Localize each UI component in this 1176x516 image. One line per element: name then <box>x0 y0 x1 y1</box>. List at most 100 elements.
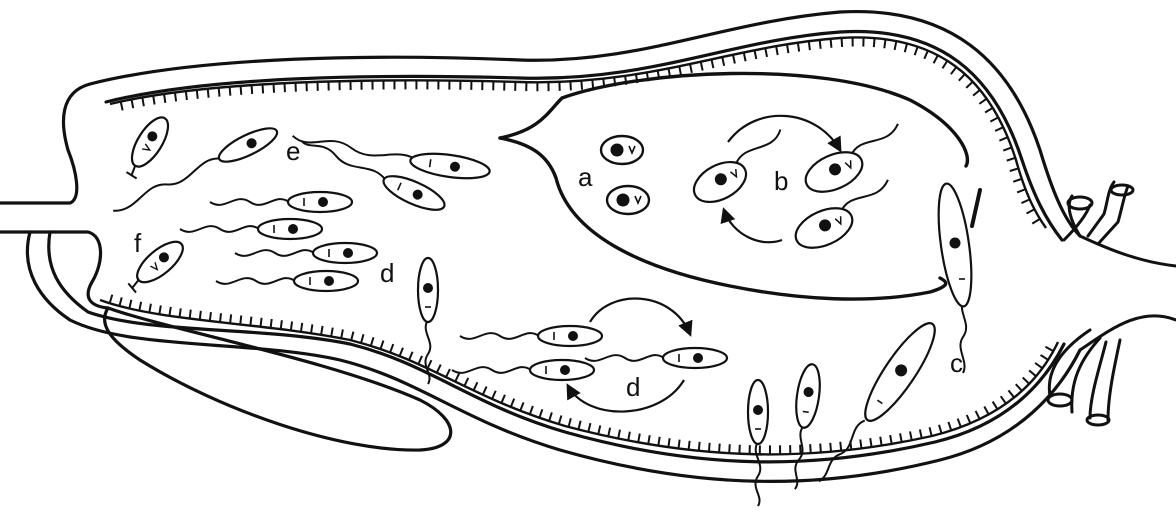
brush-border-tick-1-90 <box>984 406 988 414</box>
brush-border-tick-1-18 <box>281 320 282 329</box>
brush-border-tick-0-54 <box>701 62 703 71</box>
brush-border-tick-0-43 <box>581 81 582 90</box>
brush-border-tick-0-78 <box>951 67 956 74</box>
label-a: a <box>578 162 593 192</box>
brush-border-tick-0-75 <box>924 51 928 59</box>
brush-border-tick-0-6 <box>175 92 176 101</box>
brush-border-tick-1-54 <box>628 432 630 441</box>
brush-border-tick-0-83 <box>985 108 993 113</box>
brush-border-tick-1-85 <box>939 425 942 434</box>
brush-border-tick-1-53 <box>618 430 620 439</box>
brush-border-tick-1-58 <box>668 438 669 447</box>
brush-border-tick-1-26 <box>361 334 363 343</box>
brush-border-tick-0-65 <box>820 40 821 49</box>
brush-border-tick-0-87 <box>1003 147 1011 150</box>
brush-border-tick-1-77 <box>860 440 861 449</box>
brush-border-tick-1-55 <box>638 434 640 443</box>
brush-border-tick-1-59 <box>678 440 679 449</box>
brush-border-tick-0-64 <box>809 41 810 50</box>
brush-border-tick-0-13 <box>252 85 253 94</box>
brush-border-tick-1-42 <box>511 399 514 407</box>
brush-border-tick-1-36 <box>455 374 459 382</box>
brush-border-tick-1-3 <box>129 300 131 309</box>
brush-border-tick-1-60 <box>689 441 690 450</box>
brush-border-tick-0-70 <box>874 38 875 47</box>
brush-border-tick-1-22 <box>321 326 322 335</box>
label-d-upper: d <box>380 258 394 288</box>
parasites <box>109 112 978 506</box>
brush-border-tick-1-57 <box>658 437 659 446</box>
brush-border-tick-1-62 <box>709 443 710 452</box>
brush-border-tick-0-5 <box>164 94 165 103</box>
brush-border-tick-1-74 <box>830 443 831 452</box>
brush-border-tick-1-2 <box>119 297 121 306</box>
brush-border-tick-0-88 <box>1007 158 1016 161</box>
brush-border-tick-0-81 <box>973 90 980 96</box>
brush-border-tick-0-53 <box>690 64 692 73</box>
brush-border-tick-1-32 <box>418 356 422 364</box>
brush-border-tick-1-11 <box>210 312 211 321</box>
brush-border-tick-1-28 <box>380 341 383 350</box>
brush-border-tick-1-5 <box>149 304 151 313</box>
brush-border-tick-1-94 <box>1016 384 1022 391</box>
brush-border-tick-1-92 <box>1001 396 1006 403</box>
brush-border-tick-1-15 <box>250 317 251 326</box>
brush-border-tick-0-74 <box>915 47 918 56</box>
brush-border-tick-0-86 <box>999 137 1007 140</box>
brush-border-tick-0-90 <box>1013 179 1022 182</box>
brush-border-tick-1-16 <box>261 318 262 327</box>
brush-border-tick-1-13 <box>230 314 231 323</box>
brush-border-tick-0-2 <box>132 99 134 108</box>
brush-border-tick-1-40 <box>492 391 496 399</box>
brush-border-tick-1-34 <box>437 365 441 373</box>
brush-border-tick-1-17 <box>271 319 272 328</box>
brush-border-tick-0-11 <box>230 87 231 96</box>
brush-border-tick-1-38 <box>474 382 478 390</box>
brush-border-tick-1-89 <box>976 411 980 419</box>
brush-border-tick-1-41 <box>501 395 505 403</box>
brush-border-tick-0-91 <box>1017 189 1025 192</box>
brush-border-tick-0-3 <box>142 97 144 106</box>
brush-border-tick-1-80 <box>890 435 892 444</box>
brush-border-tick-1-47 <box>559 416 562 425</box>
brush-border-tick-1-31 <box>409 352 413 360</box>
brush-border-tick-1-8 <box>180 308 181 317</box>
brush-border-tick-1-29 <box>390 344 393 352</box>
brush-border-tick-0-1 <box>121 102 123 111</box>
brush-border-tick-0-42 <box>570 81 571 90</box>
brush-border-tick-1-81 <box>900 433 902 442</box>
brush-border-ticks <box>100 37 1058 454</box>
brush-border-tick-0-84 <box>990 117 998 121</box>
brush-border-tick-1-78 <box>870 438 871 447</box>
brush-border-tick-1-10 <box>200 311 201 320</box>
brush-border-tick-1-72 <box>810 444 811 453</box>
label-b: b <box>774 166 788 196</box>
brush-border-tick-0-4 <box>153 96 154 105</box>
brush-border-tick-0-56 <box>722 57 724 66</box>
brush-border-tick-1-25 <box>351 332 353 341</box>
brush-border-tick-1-97 <box>1035 363 1042 368</box>
brush-border-tick-0-82 <box>979 99 986 104</box>
brush-border-tick-0-71 <box>884 39 885 48</box>
brush-border-tick-1-9 <box>190 310 191 319</box>
brush-border-tick-1-33 <box>428 360 432 368</box>
brush-border-tick-0-9 <box>208 89 209 98</box>
brush-border-tick-1-96 <box>1029 370 1036 376</box>
brush-border-tick-0-60 <box>765 48 767 57</box>
brush-border-tick-1-19 <box>291 322 292 331</box>
brush-border-tick-1-44 <box>530 406 533 414</box>
brush-border-tick-0-63 <box>798 43 799 52</box>
brush-border-tick-0-77 <box>942 61 947 69</box>
brush-border-tick-0-93 <box>1027 209 1035 213</box>
brush-border-tick-1-30 <box>400 348 403 356</box>
brush-border-tick-1-86 <box>948 422 951 431</box>
brush-border-tick-1-52 <box>608 428 610 437</box>
brush-border-tick-0-62 <box>787 44 788 53</box>
brush-border-tick-1-1 <box>110 295 113 304</box>
brush-border-tick-0-57 <box>733 55 735 64</box>
brush-border-tick-0-79 <box>959 74 965 81</box>
brush-border-tick-1-56 <box>648 435 649 444</box>
brush-border-tick-1-79 <box>880 437 881 446</box>
brush-border-tick-0-10 <box>219 88 220 97</box>
brush-border-tick-1-46 <box>549 412 552 421</box>
